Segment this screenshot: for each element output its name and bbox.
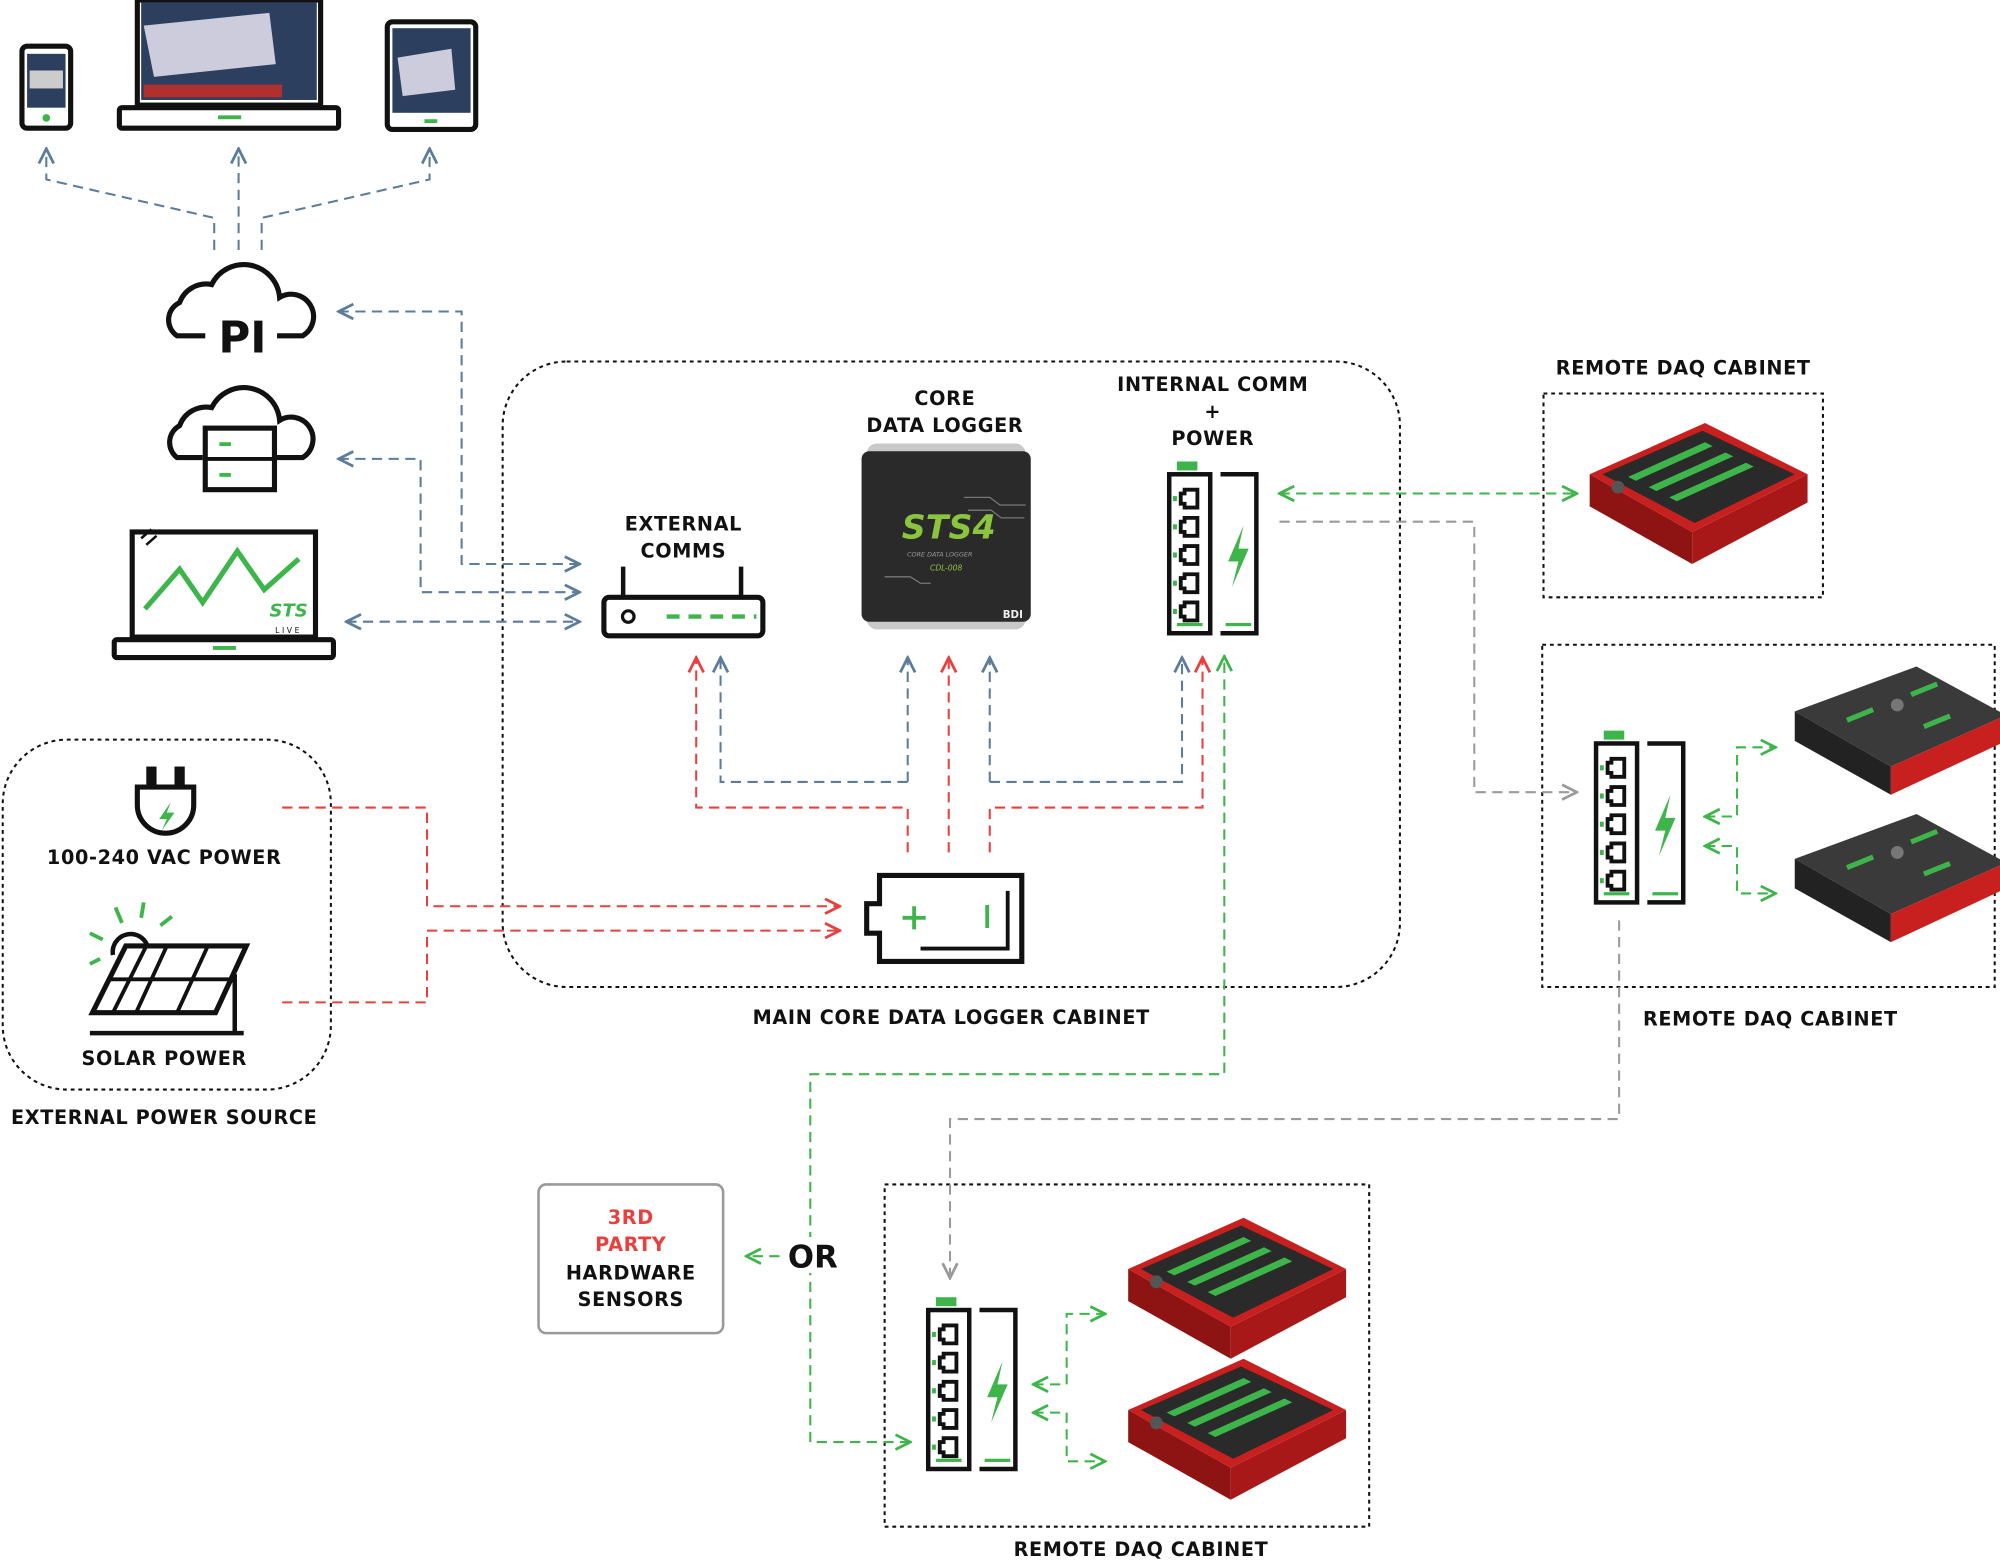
power-lines [282, 658, 1202, 1004]
router-icon [601, 566, 766, 639]
logger-subtitle: CORE DATA LOGGER [907, 550, 972, 558]
daq-device [1128, 1358, 1347, 1500]
svg-text:+: + [1204, 400, 1221, 423]
daq-device [1128, 1217, 1347, 1359]
daq-device [1589, 423, 1808, 565]
svg-text:COMMS: COMMS [641, 540, 727, 563]
third-party-box [537, 1183, 725, 1335]
switch-power-icon [1169, 461, 1256, 633]
daq-device [1794, 813, 2000, 943]
remote-daq-label-2: REMOTE DAQ CABINET [1643, 1007, 1898, 1030]
switch-power-icon-remote-2 [1596, 731, 1683, 903]
third-party-label: 3RD [608, 1206, 654, 1229]
cloud-pi-icon: PI [166, 262, 317, 364]
sts-live-laptop-icon: STS LIVE [111, 528, 337, 661]
phone-icon [19, 43, 74, 131]
solar-panel-icon [88, 902, 251, 1036]
solar-power-label: SOLAR POWER [82, 1047, 247, 1070]
main-cabinet-label: MAIN CORE DATA LOGGER CABINET [753, 1006, 1150, 1029]
remote-daq-label-1: REMOTE DAQ CABINET [1556, 356, 1811, 379]
battery-icon [864, 872, 1025, 964]
internal-comm-label: INTERNAL COMM [1117, 373, 1308, 396]
switch-power-icon-remote-3 [928, 1297, 1015, 1469]
internal-comm-lines [746, 494, 1775, 1462]
svg-text:HARDWARE: HARDWARE [566, 1261, 696, 1284]
cloud-pi-label: PI [218, 314, 266, 364]
external-comms-label: EXTERNAL [625, 513, 742, 536]
remote-daq-label-3: REMOTE DAQ CABINET [1014, 1538, 1269, 1560]
ac-power-label: 100-240 VAC POWER [47, 846, 282, 869]
remote-link-lines [950, 520, 1621, 1278]
logger-maker: BDI [1003, 609, 1023, 621]
external-power-label: EXTERNAL POWER SOURCE [11, 1106, 317, 1129]
svg-text:DATA LOGGER: DATA LOGGER [866, 414, 1023, 437]
logger-brand: STS4 [902, 507, 996, 546]
or-label: OR [788, 1240, 838, 1276]
logger-model: CDL-008 [930, 563, 963, 572]
tablet-icon [384, 19, 479, 133]
laptop-icon [116, 0, 342, 131]
plug-icon [134, 766, 197, 836]
svg-text:SENSORS: SENSORS [578, 1288, 684, 1311]
sts-live-logo-subtext: LIVE [275, 626, 302, 635]
cloud-server-icon [167, 385, 316, 493]
sts-live-logo-text: STS [270, 601, 308, 622]
core-data-logger-device: STS4 CORE DATA LOGGER CDL-008 BDI [861, 443, 1031, 630]
external-power-box [1, 738, 332, 1091]
main-cabinet-box [501, 360, 1401, 989]
core-logger-label: CORE [914, 387, 975, 410]
daq-device [1794, 666, 2000, 795]
svg-text:POWER: POWER [1171, 427, 1254, 450]
svg-text:PARTY: PARTY [595, 1233, 667, 1256]
remote-daq-box-2 [1541, 643, 1996, 989]
